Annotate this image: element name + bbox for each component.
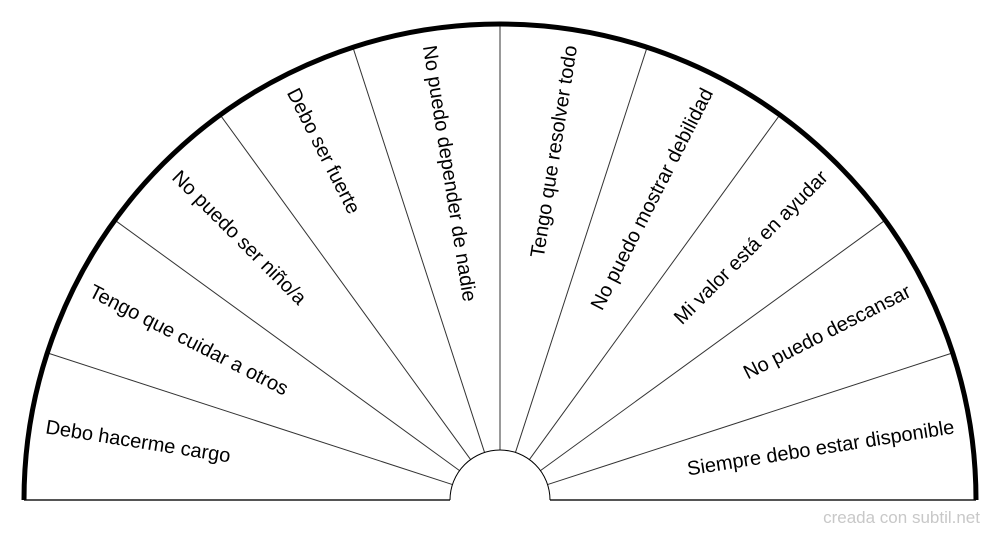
segment-divider [352,47,486,453]
outer-arc [21,21,979,501]
segment-label: No puedo depender de nadie [418,44,480,303]
segment-divider [114,219,460,472]
segment-label: Tengo que resolver todo [527,44,582,259]
footer-credit: creada con subtil.net [823,508,980,527]
segment-divider [47,352,453,486]
segment-divider [540,219,886,472]
segment-label: Tengo que cuidar a otros [85,281,291,401]
segment-label: Debo hacerme cargo [44,416,232,467]
segment-label: Debo ser fuerte [282,85,364,218]
segment-label: No puedo ser niño/a [167,166,311,310]
segment-divider [219,114,472,460]
segment-divider [528,114,781,460]
segment-divider [547,352,953,486]
segment-label: No puedo mostrar debilidad [587,85,718,314]
inner-arc [449,449,551,501]
segment-label: Mi valor está en ayudar [670,166,833,329]
segment-label: No puedo descansar [740,281,915,385]
segment-divider [514,47,648,453]
